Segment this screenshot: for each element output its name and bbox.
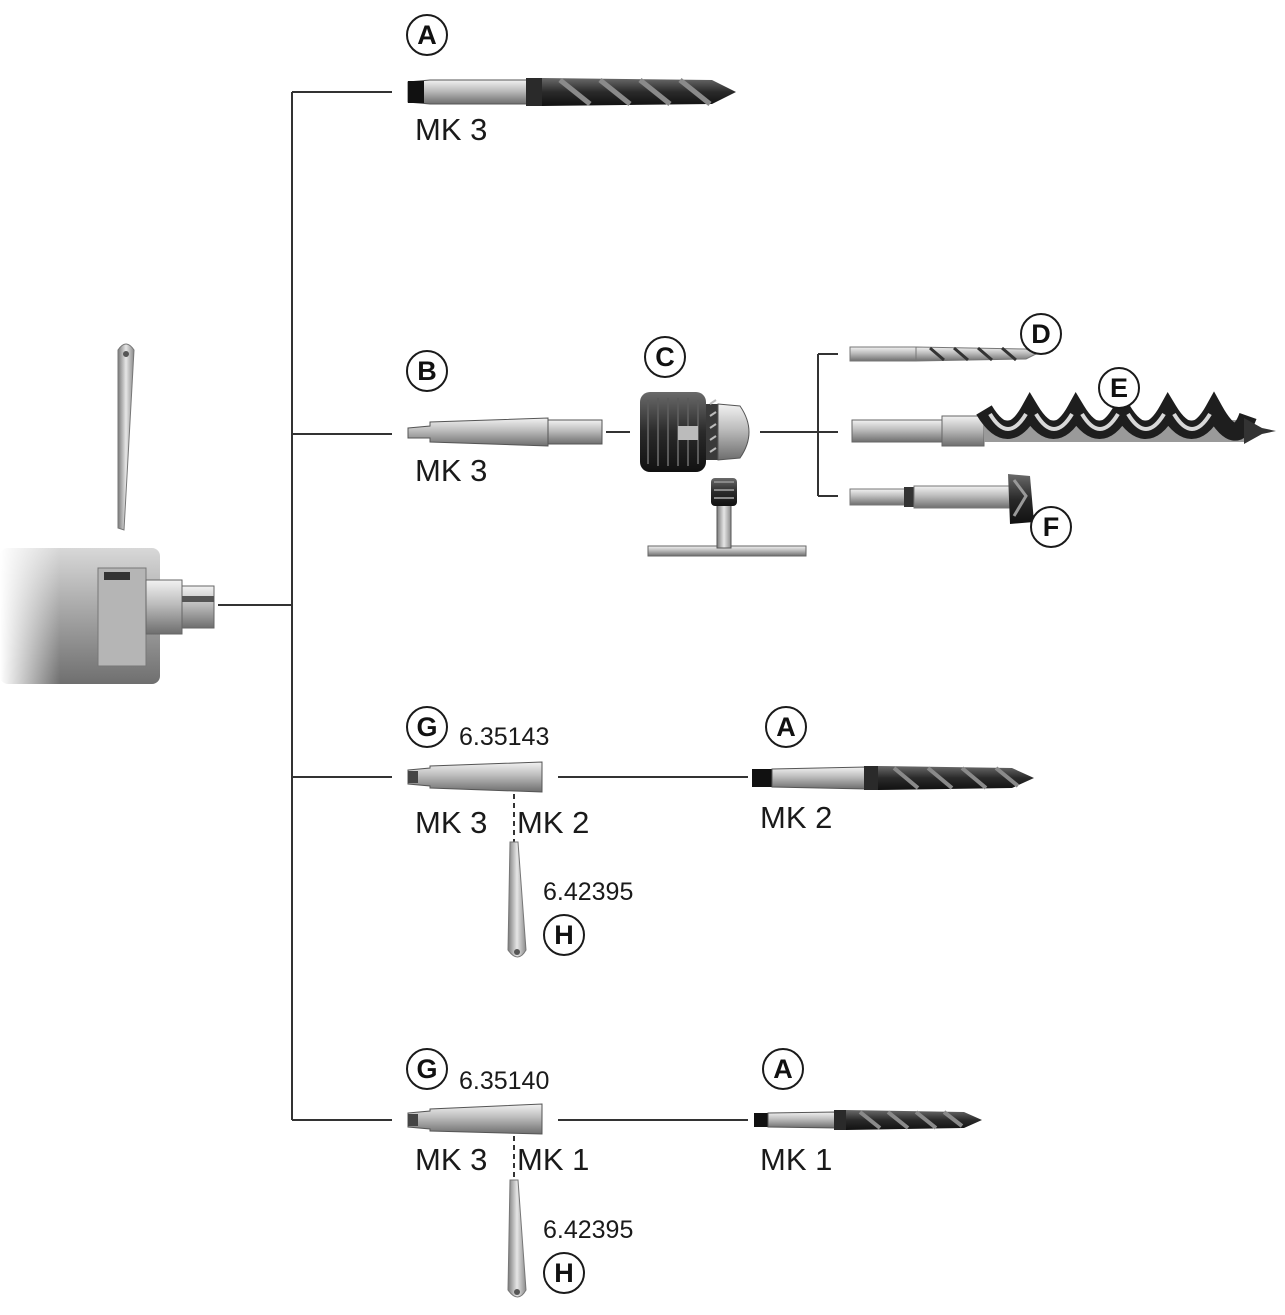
- callout-f: F: [1030, 506, 1072, 548]
- callout-b: B: [406, 350, 448, 392]
- callout-a-branch-4: A: [762, 1048, 804, 1090]
- reducing-sleeve-mk3-mk2: [408, 762, 542, 792]
- shank-label-branch-2: MK 3: [415, 455, 487, 486]
- drill-shank-label-branch-4: MK 1: [760, 1144, 832, 1175]
- auger-bit: [852, 410, 1276, 446]
- twist-drill-mk3: [408, 78, 736, 106]
- callout-h-branch-3: H: [543, 914, 585, 956]
- sleeve-out-label-branch-4: MK 1: [517, 1144, 589, 1175]
- sleeve-code-branch-3: 6.35143: [459, 725, 549, 750]
- twist-drill-small: [850, 347, 1036, 361]
- drilling-machine-spindle: [0, 540, 214, 690]
- callout-a-branch-1: A: [406, 14, 448, 56]
- connector-lines: [218, 92, 838, 1180]
- callout-g-branch-4: G: [406, 1048, 448, 1090]
- sleeve-in-label-branch-4: MK 3: [415, 1144, 487, 1175]
- callout-h-branch-4: H: [543, 1252, 585, 1294]
- sleeve-in-label-branch-3: MK 3: [415, 807, 487, 838]
- sleeve-code-branch-4: 6.35140: [459, 1069, 549, 1094]
- callout-e: E: [1098, 367, 1140, 409]
- drift-key-branch-3: [508, 842, 526, 957]
- callout-d: D: [1020, 313, 1062, 355]
- callout-a-branch-3: A: [765, 706, 807, 748]
- chuck-key: [648, 478, 806, 556]
- forstner-bit: [850, 474, 1034, 524]
- drift-code-branch-4: 6.42395: [543, 1218, 633, 1243]
- reducing-sleeve-mk3-mk1: [408, 1104, 542, 1134]
- sleeve-out-label-branch-3: MK 2: [517, 807, 589, 838]
- shank-label-branch-1: MK 3: [415, 114, 487, 145]
- callout-g-branch-3: G: [406, 706, 448, 748]
- drill-chuck: [640, 392, 749, 472]
- twist-drill-mk2: [752, 766, 1034, 790]
- drift-key-loose: [118, 344, 134, 530]
- drill-shank-label-branch-3: MK 2: [760, 802, 832, 833]
- drift-key-branch-4: [508, 1180, 526, 1297]
- drift-code-branch-3: 6.42395: [543, 880, 633, 905]
- twist-drill-mk1: [754, 1110, 982, 1130]
- drill-chuck-arbor: [408, 418, 602, 446]
- callout-c: C: [644, 336, 686, 378]
